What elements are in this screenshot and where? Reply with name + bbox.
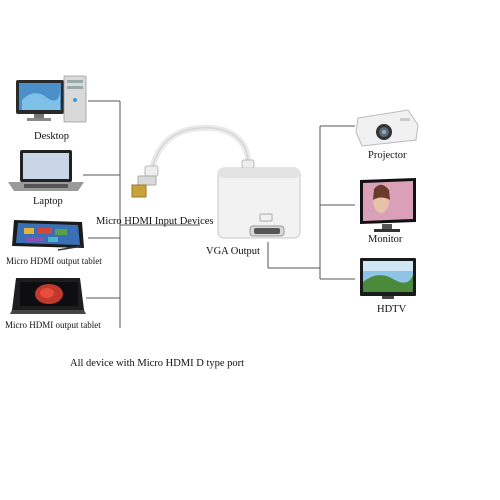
desktop-label: Desktop xyxy=(34,131,69,142)
laptop-label: Laptop xyxy=(33,196,63,207)
monitor-label: Monitor xyxy=(368,234,402,245)
vga-output-label: VGA Output xyxy=(206,246,260,257)
projector-image xyxy=(356,110,418,146)
laptop-image xyxy=(8,150,84,191)
hdtv-image xyxy=(360,258,416,299)
hdtv-label: HDTV xyxy=(377,304,406,315)
tablet-1-label: Micro HDMI output tablet xyxy=(6,256,102,266)
footer-note: All device with Micro HDMI D type port xyxy=(70,358,244,369)
projector-label: Projector xyxy=(368,150,407,161)
monitor-image xyxy=(360,178,416,232)
tablet-2-image xyxy=(10,278,86,314)
source-connector-lines xyxy=(83,101,200,328)
tablet-1-image xyxy=(12,220,84,250)
tablet-2-label: Micro HDMI output tablet xyxy=(5,320,101,330)
micro-hdmi-input-label: Micro HDMI Input Devices xyxy=(96,216,214,227)
desktop-image xyxy=(16,76,86,122)
